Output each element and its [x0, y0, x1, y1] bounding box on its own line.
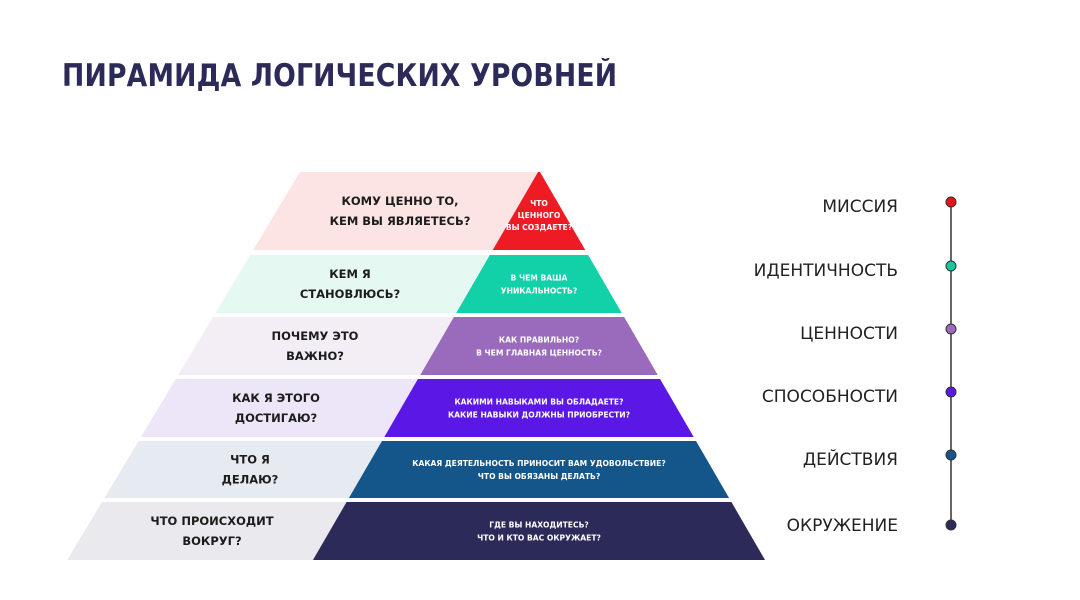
level-question-line: КОМУ ЦЕННО ТО, [341, 194, 458, 208]
level-answer-line: ЧТО И КТО ВАС ОКРУЖАЕТ? [477, 534, 601, 543]
level-answer-band [456, 255, 622, 313]
level-answer-line: ЧТО ВЫ ОБЯЗАНЫ ДЕЛАТЬ? [478, 472, 600, 481]
level-question-line: ВАЖНО? [286, 349, 344, 363]
level-answer-band [492, 172, 586, 250]
level-name: ОКРУЖЕНИЕ [787, 516, 898, 536]
level-name: ЦЕННОСТИ [800, 324, 898, 344]
level-answer-line: ВЫ СОЗДАЕТЕ? [506, 223, 572, 232]
level-question-line: ДОСТИГАЮ? [235, 411, 317, 425]
level-answer-band [384, 379, 694, 437]
pyramid-level: КЕМ Я СТАНОВЛЮСЬ? В ЧЕМ ВАША УНИКАЛЬНОСТЬ? [215, 255, 622, 313]
level-name: СПОСОБНОСТИ [762, 387, 898, 407]
pyramid-level: ЧТО Я ДЕЛАЮ? КАКАЯ ДЕЯТЕЛЬНОСТЬ ПРИНОСИТ В… [104, 441, 730, 498]
level-question-line: СТАНОВЛЮСЬ? [300, 287, 400, 301]
level-question-line: ДЕЛАЮ? [222, 473, 279, 487]
pyramid-level: ЧТО ПРОИСХОДИТ ВОКРУГ? ГДЕ ВЫ НАХОДИТЕСЬ? Ч… [67, 502, 766, 560]
pyramid-level: КОМУ ЦЕННО ТО, КЕМ ВЫ ЯВЛЯЕТЕСЬ? ЧТО ЦЕННОГ… [253, 172, 586, 250]
level-answer-band [420, 317, 658, 375]
pyramid-level: КАК Я ЭТОГО ДОСТИГАЮ? КАКИМИ НАВЫКАМИ ВЫ О… [141, 379, 694, 437]
timeline-dot-icon [945, 260, 957, 272]
level-answer-line: УНИКАЛЬНОСТЬ? [501, 287, 578, 296]
level-answer-line: КАКИМИ НАВЫКАМИ ВЫ ОБЛАДАЕТЕ? [454, 398, 623, 407]
level-name: ДЕЙСТВИЯ [803, 448, 898, 470]
level-question-line: ЧТО ПРОИСХОДИТ [150, 514, 273, 528]
level-answer-line: В ЧЕМ ГЛАВНАЯ ЦЕННОСТЬ? [476, 349, 602, 358]
level-question-line: ПОЧЕМУ ЭТО [272, 329, 359, 343]
timeline-dot-icon [945, 323, 957, 335]
level-answer-line: КАК ПРАВИЛЬНО? [499, 336, 579, 345]
level-answer-line: ЦЕННОГО [518, 211, 561, 220]
level-question-line: ЧТО Я [230, 453, 270, 467]
level-answer-line: ГДЕ ВЫ НАХОДИТЕСЬ? [489, 521, 589, 530]
level-question-line: КАК Я ЭТОГО [232, 391, 320, 405]
level-answer-line: КАКАЯ ДЕЯТЕЛЬНОСТЬ ПРИНОСИТ ВАМ УДОВОЛЬС… [412, 459, 666, 468]
level-answer-band [348, 441, 730, 498]
level-answer-line: ЧТО [530, 199, 548, 208]
level-question-line: КЕМ Я [329, 267, 371, 281]
timeline-dot-icon [945, 449, 957, 461]
level-name: МИССИЯ [822, 197, 898, 217]
level-answer-band [312, 502, 766, 560]
level-question-line: ВОКРУГ? [182, 534, 241, 548]
level-question-band [253, 172, 586, 250]
timeline-dot-icon [945, 196, 957, 208]
pyramid-level: ПОЧЕМУ ЭТО ВАЖНО? КАК ПРАВИЛЬНО? В ЧЕМ ГЛАВ… [178, 317, 658, 375]
page-title: ПИРАМИДА ЛОГИЧЕСКИХ УРОВНЕЙ [62, 58, 618, 94]
level-answer-line: КАКИЕ НАВЫКИ ДОЛЖНЫ ПРИОБРЕСТИ? [448, 411, 630, 420]
timeline-dot-icon [945, 519, 957, 531]
timeline-dot-icon [945, 386, 957, 398]
level-answer-line: В ЧЕМ ВАША [511, 274, 568, 283]
level-question-line: КЕМ ВЫ ЯВЛЯЕТЕСЬ? [330, 214, 471, 228]
level-name: ИДЕНТИЧНОСТЬ [754, 261, 898, 281]
